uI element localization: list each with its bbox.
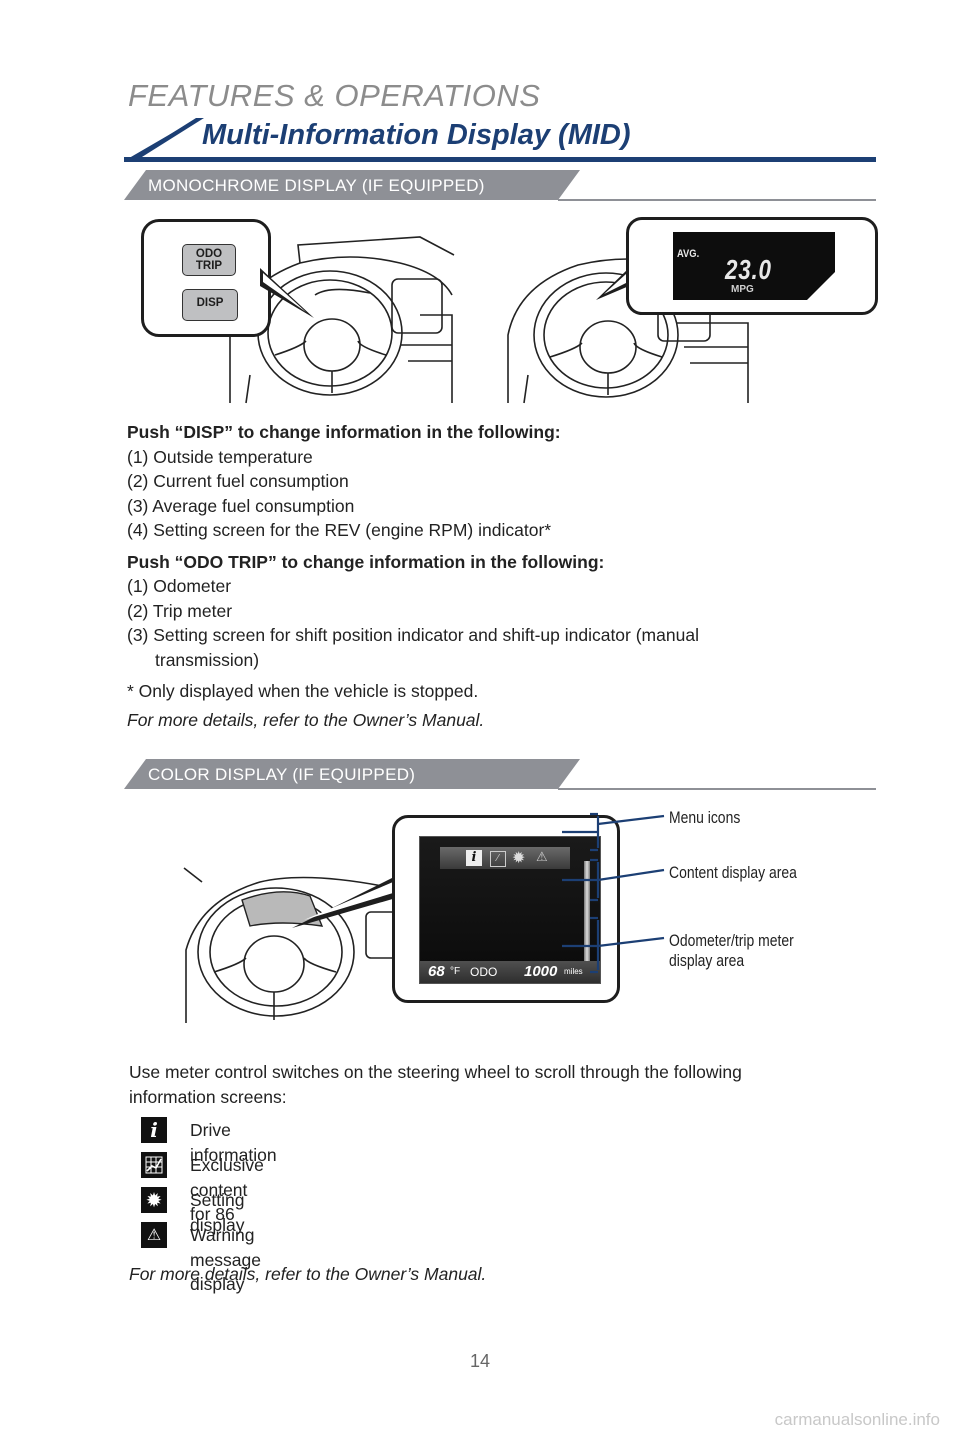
odometer-bar: 68 °F ODO 1000 miles [420,961,600,983]
disp-item: (1) Outside temperature [127,446,313,467]
button-callout-box: ODO TRIP DISP [141,219,271,337]
footnote: * Only displayed when the vehicle is sto… [127,681,479,701]
odo-label: ODO [195,248,223,260]
info-icon: i [141,1117,167,1143]
color-intro: Use meter control switches on the steeri… [129,1060,869,1109]
disp-label: DISP [196,297,224,309]
title-banner-shape [124,118,876,162]
trip-label: TRIP [195,260,223,272]
mono-screen-shape [673,232,835,300]
mpg-unit: MPG [731,284,754,295]
disp-intro: Push “DISP” to change information in the… [127,422,561,442]
more-details-mono: For more details, refer to the Owner’s M… [127,709,485,730]
odo-item: (1) Odometer [127,576,232,596]
disp-item: (3) Average fuel consumption [127,495,355,516]
odo-intro: Push “ODO TRIP” to change information in… [127,551,605,572]
callout-pointer-right [596,268,629,300]
callout-lines [562,812,665,974]
page-title: Multi-Information Display (MID) [202,119,631,151]
mono-heading-bar [124,170,876,201]
screen-callout-box: AVG. 23.0 MPG [626,217,878,315]
color-screen-callout-box: i ⁄ ✹ ⚠ 68 °F ODO 1000 miles [392,815,620,1003]
miles-value: 1000 [524,963,558,980]
odo-trip-button[interactable]: ODO TRIP [182,244,236,276]
color-intro-line2: information screens: [129,1086,287,1107]
color-heading: COLOR DISPLAY (IF EQUIPPED) [148,765,416,784]
warning-icon[interactable]: ⚠ [536,849,548,864]
odo-item-continuation: transmission) [155,649,260,670]
mono-heading: MONOCHROME DISPLAY (IF EQUIPPED) [148,176,485,195]
screen-label: Exclusive content for 86 [190,1155,264,1224]
callout-menu-icons: Menu icons [669,808,741,827]
footer-watermark: carmanualsonline.info [774,1410,940,1429]
gear-icon[interactable]: ✹ [512,850,526,867]
gear-icon: ✹ [141,1187,167,1213]
miles-unit: miles [564,967,583,976]
screen-label: Warning message display [190,1225,262,1294]
color-intro-line1: Use meter control switches on the steeri… [129,1062,742,1082]
callout-odometer-line1: Odometer/trip meter [669,931,794,950]
menu-icon-bar: i ⁄ ✹ ⚠ [440,847,570,869]
scroll-bar [584,861,590,963]
chart-icon[interactable]: ⁄ [490,851,506,867]
disp-button[interactable]: DISP [182,289,238,321]
callout-pointer-left [260,268,314,318]
section-title: FEATURES & OPERATIONS [128,78,541,113]
temp-value: 68 [428,963,445,980]
chart-icon [141,1152,167,1178]
info-icon[interactable]: i [466,850,482,866]
callout-content-area: Content display area [669,863,797,882]
color-screen: i ⁄ ✹ ⚠ 68 °F ODO 1000 miles [419,836,601,984]
avg-label: AVG. [677,248,700,260]
screen-label: Drive information [190,1120,277,1165]
callout-pointer-color [292,876,396,928]
callout-odometer-line2: display area [669,951,745,970]
temp-unit: °F [450,966,461,977]
warning-icon: ⚠ [141,1222,167,1248]
odo-item: (2) Trip meter [127,600,233,621]
mpg-value: 23.0 [725,254,772,285]
disp-item: (4) Setting screen for the REV (engine R… [127,520,552,540]
more-details-color: For more details, refer to the Owner’s M… [129,1264,487,1284]
page-number: 14 [469,1351,491,1371]
disp-item: (2) Current fuel consumption [127,471,349,491]
odo-label-screen: ODO [470,965,498,979]
odo-item: (3) Setting screen for shift position in… [127,625,699,645]
steering-wheel-illustration-color [183,867,403,1023]
mono-text-block: Push “DISP” to change information in the… [127,420,867,732]
color-heading-bar [124,759,876,790]
screen-label: Setting display [190,1190,245,1235]
